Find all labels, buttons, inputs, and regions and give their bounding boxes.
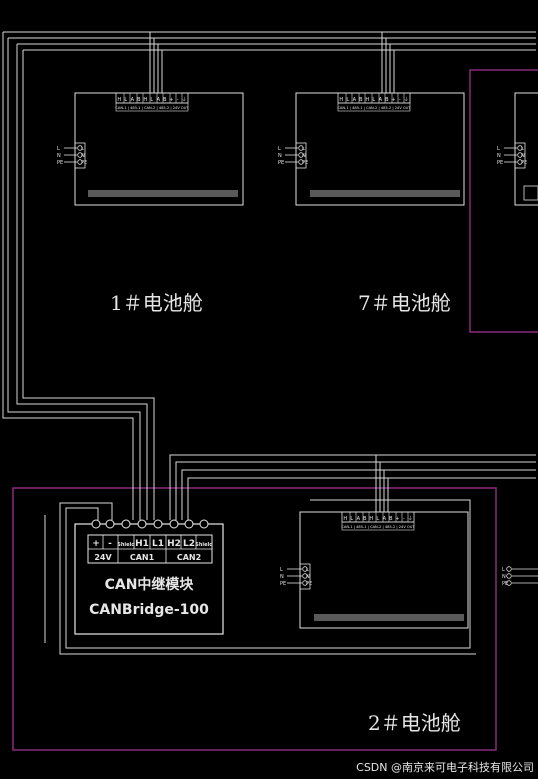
power-label: PE xyxy=(497,160,503,166)
bridge-terminal-3: H1 xyxy=(135,539,149,549)
terminal-label: A xyxy=(379,97,383,103)
terminal-label: A xyxy=(157,97,161,103)
power-port-label: PE xyxy=(81,160,87,166)
power-label: PE xyxy=(57,160,63,166)
terminal-label: B xyxy=(363,516,367,522)
cabin-label-cabin-2: 2＃电池舱 xyxy=(368,711,461,735)
power-port-label: N xyxy=(521,153,525,159)
terminal-label: B xyxy=(163,97,167,103)
controller-cabin-7 xyxy=(285,92,465,206)
controller-right-edge-2 xyxy=(506,566,538,586)
power-port-label: L xyxy=(81,146,84,152)
power-port-label: L xyxy=(306,567,309,573)
terminal-label: H xyxy=(365,97,369,103)
terminal-label: B xyxy=(359,97,363,103)
power-label: N xyxy=(502,574,506,580)
terminal-row-text: CAN-1 | 485-1 | CAN-2 | 485-2 | 24V OUT xyxy=(341,525,415,529)
cabin-label-cabin-7: 7＃电池舱 xyxy=(358,291,451,315)
terminal-label: - xyxy=(399,97,401,103)
terminal-row-text: CAN-1 | 485-1 | CAN-2 | 485-2 | 24V OUT xyxy=(115,106,189,110)
terminal-label: H xyxy=(343,516,347,522)
bridge-terminal-0: + xyxy=(92,539,100,549)
terminal-label: ⏚ xyxy=(404,96,409,103)
power-port-label: PE xyxy=(521,160,527,166)
cabin-frame-right xyxy=(469,69,538,333)
terminal-label: L xyxy=(350,516,353,522)
bus-wires xyxy=(2,31,536,655)
terminal-label: B xyxy=(389,516,393,522)
power-label: L xyxy=(280,567,283,573)
terminal-label: H xyxy=(143,97,147,103)
terminal-label: A xyxy=(131,97,135,103)
power-label: N xyxy=(57,153,61,159)
terminal-label: - xyxy=(403,516,405,522)
terminal-label: L xyxy=(372,97,375,103)
bridge-group-can1: CAN1 xyxy=(130,553,155,562)
bridge-title: CAN中继模块 xyxy=(105,576,195,593)
bridge-terminal-4: L1 xyxy=(152,539,164,549)
terminal-label: H xyxy=(117,97,121,103)
terminal-label: + xyxy=(169,97,173,103)
can-bridge-module xyxy=(74,519,224,635)
power-port-label: N xyxy=(306,574,310,580)
power-label: L xyxy=(497,146,500,152)
power-label: N xyxy=(278,153,282,159)
power-label: L xyxy=(502,567,505,573)
bridge-model: CANBridge-100 xyxy=(89,602,209,618)
power-port-label: L xyxy=(302,146,305,152)
bridge-terminal-7: Shield xyxy=(195,542,213,548)
terminal-label: A xyxy=(357,516,361,522)
bridge-terminal-1: - xyxy=(108,539,112,549)
controller-partial-right xyxy=(504,92,538,206)
terminal-row-text: CAN-1 | 485-1 | CAN-2 | 485-2 | 24V OUT xyxy=(337,106,411,110)
power-label: L xyxy=(57,146,60,152)
terminal-label: ⏚ xyxy=(182,96,187,103)
power-port-label: L xyxy=(521,146,524,152)
terminal-label: - xyxy=(177,97,179,103)
power-label: PE xyxy=(280,581,286,587)
bridge-terminal-5: H2 xyxy=(167,539,181,549)
terminal-label: H xyxy=(339,97,343,103)
cabin-label-cabin-1: 1＃电池舱 xyxy=(110,291,203,315)
controller-cabin-2 xyxy=(287,511,469,629)
power-label: N xyxy=(497,153,501,159)
bridge-group-can2: CAN2 xyxy=(177,553,201,562)
power-port-label: N xyxy=(302,153,306,159)
bridge-terminal-6: L2 xyxy=(183,539,195,549)
power-label: PE xyxy=(502,581,508,587)
terminal-label: B xyxy=(137,97,141,103)
cabin-frame-2 xyxy=(12,487,497,751)
terminal-label: H xyxy=(369,516,373,522)
power-label: L xyxy=(278,146,281,152)
terminal-label: L xyxy=(346,97,349,103)
terminal-label: L xyxy=(376,516,379,522)
power-port-label: PE xyxy=(306,581,312,587)
terminal-label: A xyxy=(383,516,387,522)
power-label: PE xyxy=(278,160,284,166)
terminal-label: B xyxy=(385,97,389,103)
power-port-label: N xyxy=(81,153,85,159)
terminal-label: L xyxy=(150,97,153,103)
terminal-label: + xyxy=(395,516,399,522)
bridge-group-24v: 24V xyxy=(94,553,112,562)
controller-cabin-1 xyxy=(64,92,244,206)
power-label: N xyxy=(280,574,284,580)
watermark: CSDN @南京来可电子科技有限公司 xyxy=(356,761,534,774)
bridge-terminal-2: Shield xyxy=(117,542,135,548)
terminal-label: ⏚ xyxy=(408,515,413,522)
terminal-label: + xyxy=(391,97,395,103)
terminal-label: L xyxy=(124,97,127,103)
terminal-label: A xyxy=(353,97,357,103)
power-port-label: PE xyxy=(302,160,308,166)
